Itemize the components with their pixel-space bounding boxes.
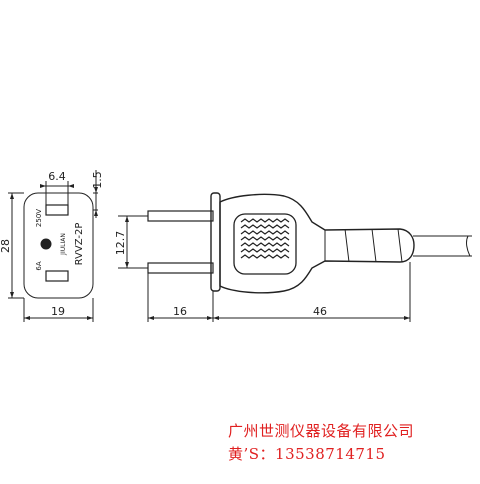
brand-logo-icon — [40, 238, 52, 250]
dim-label-height: 28 — [0, 239, 12, 253]
marking-voltage: 250V — [35, 209, 43, 227]
grip-hatch — [240, 218, 290, 259]
dim-label-pin-length: 16 — [173, 305, 187, 318]
hatch-line — [240, 254, 290, 259]
grip-panel — [233, 213, 297, 275]
dim-label-body-length: 46 — [313, 305, 327, 318]
hatch-line — [240, 236, 290, 241]
watermark-contact: 黄’S：13538714715 — [228, 445, 386, 463]
marking-brand: JIULIAN — [60, 233, 67, 256]
power-cord — [413, 235, 472, 257]
side-view-body — [219, 193, 415, 294]
hatch-line — [240, 242, 290, 247]
front-view-pin-top — [45, 204, 69, 216]
hatch-line — [240, 248, 290, 253]
dim-label-pin-width: 1.5 — [91, 171, 104, 189]
front-view-pin-bottom — [45, 270, 69, 282]
front-view-outline — [23, 192, 94, 299]
watermark-company: 广州世测仪器设备有限公司 — [228, 422, 415, 440]
side-view-flange — [210, 192, 221, 292]
marking-model: RVVZ-2P — [74, 223, 85, 266]
hatch-line — [240, 224, 290, 229]
dim-label-pin-pitch: 12.7 — [114, 231, 127, 256]
side-view-pin-top — [147, 210, 214, 222]
dimension-arrows — [10, 184, 410, 320]
hatch-line — [240, 218, 290, 223]
hatch-line — [240, 230, 290, 235]
marking-current: 6A — [35, 261, 43, 270]
side-view-pin-bottom — [147, 262, 214, 274]
dim-label-pin-spacing: 6.4 — [48, 170, 66, 183]
dim-label-width: 19 — [51, 305, 65, 318]
